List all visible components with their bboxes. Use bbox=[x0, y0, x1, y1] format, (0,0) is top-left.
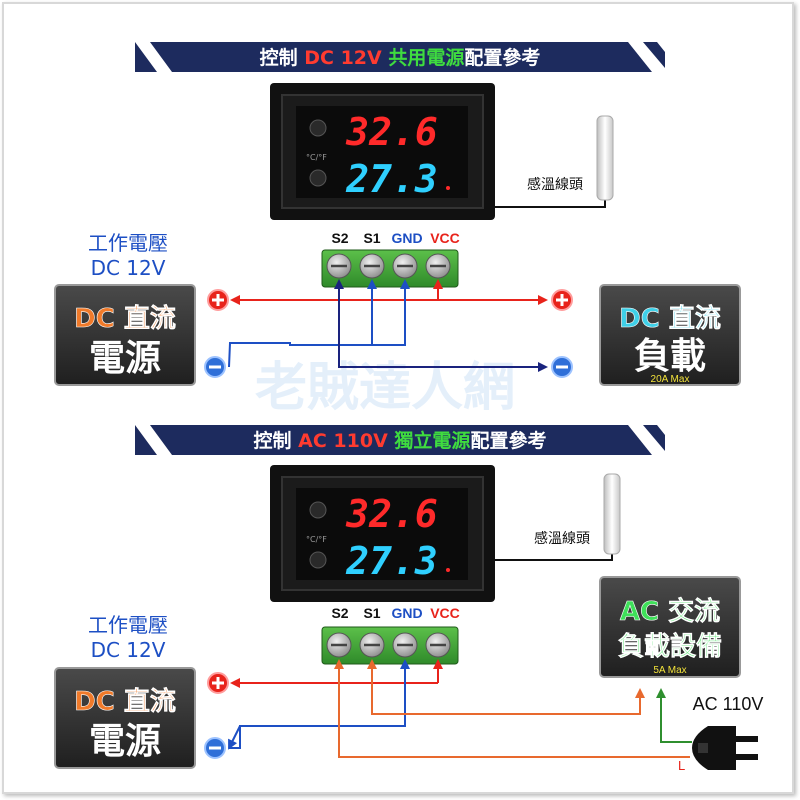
terminal-gnd-label: GND bbox=[391, 230, 422, 246]
ac-plug-icon: AC 110V bbox=[692, 694, 763, 770]
terminal-vcc-label: VCC bbox=[430, 230, 460, 246]
ac-plug-label: AC 110V bbox=[693, 694, 764, 714]
dc-load-rating: 20A Max bbox=[651, 374, 690, 385]
terminal-labels-bottom: S2 S1 GND VCC bbox=[331, 605, 459, 621]
button-icon bbox=[309, 169, 327, 187]
unit-label: °C/°F bbox=[306, 153, 327, 162]
probe-label: 感溫線頭 bbox=[534, 530, 590, 546]
banner-2: 控制 AC 110V 獨立電源配置參考 bbox=[135, 425, 665, 455]
dc-power-source-box-bottom: DC 直流 電源 bbox=[54, 667, 196, 769]
terminal-block-top bbox=[321, 249, 459, 288]
svg-text:DC 直流: DC 直流 bbox=[619, 304, 721, 334]
probe-label: 感溫線頭 bbox=[527, 176, 583, 192]
svg-text:負載: 負載 bbox=[634, 336, 706, 377]
svg-text:負載設備: 負載設備 bbox=[618, 631, 722, 662]
supply-voltage-label-bottom: 工作電壓 DC 12V bbox=[88, 613, 168, 662]
display-top-value: 32.6 bbox=[345, 110, 438, 154]
ac-load-box: AC 交流 負載設備 5A Max bbox=[599, 576, 741, 678]
svg-text:控制 AC 110V 獨立電源配置參考: 控制 AC 110V 獨立電源配置參考 bbox=[254, 429, 547, 452]
terminal-gnd-label: GND bbox=[391, 605, 422, 621]
minus-icon bbox=[204, 356, 226, 378]
unit-label: °C/°F bbox=[306, 535, 327, 544]
temperature-probe-top: 感溫線頭 bbox=[495, 115, 614, 208]
svg-text:DC 12V: DC 12V bbox=[91, 638, 166, 662]
button-icon bbox=[309, 501, 327, 519]
plus-icon bbox=[551, 289, 573, 311]
live-label: L bbox=[678, 758, 685, 773]
display-bottom-value: 27.3 bbox=[345, 157, 438, 201]
svg-text:電源: 電源 bbox=[89, 721, 161, 762]
thermostat-controller-bottom: °C/°F 32.6 27.3 bbox=[270, 465, 495, 602]
button-icon bbox=[309, 119, 327, 137]
banner-1-highlight: DC 12V bbox=[304, 47, 382, 69]
svg-text:工作電壓: 工作電壓 bbox=[88, 231, 168, 255]
svg-text:DC 直流: DC 直流 bbox=[74, 687, 176, 717]
banner-2-suffix: 配置參考 bbox=[470, 429, 546, 452]
temperature-probe-bottom: 感溫線頭 bbox=[495, 473, 621, 561]
svg-text:DC 直流: DC 直流 bbox=[74, 304, 176, 334]
wiring-bottom bbox=[228, 659, 692, 758]
svg-text:控制 DC 12V 共用電源配置參考: 控制 DC 12V 共用電源配置參考 bbox=[260, 46, 541, 69]
svg-text:工作電壓: 工作電壓 bbox=[88, 613, 168, 637]
svg-text:DC 12V: DC 12V bbox=[91, 256, 166, 280]
button-icon bbox=[309, 551, 327, 569]
plus-icon bbox=[207, 289, 229, 311]
wiring-top bbox=[228, 279, 548, 372]
svg-text:AC 交流: AC 交流 bbox=[620, 596, 720, 627]
banner-1: 控制 DC 12V 共用電源配置參考 bbox=[135, 42, 665, 72]
minus-icon bbox=[551, 356, 573, 378]
terminal-s1-label: S1 bbox=[363, 230, 380, 246]
terminal-vcc-label: VCC bbox=[430, 605, 460, 621]
dc-load-box: DC 直流 負載 20A Max bbox=[599, 284, 741, 386]
banner-2-middle: 獨立電源 bbox=[388, 429, 471, 452]
dc-power-source-box-top: DC 直流 電源 bbox=[54, 284, 196, 386]
banner-2-prefix: 控制 bbox=[254, 429, 299, 452]
banner-2-highlight: AC 110V bbox=[298, 430, 388, 452]
display-top-value: 32.6 bbox=[345, 492, 438, 536]
thermostat-controller-top: °C/°F 32.6 27.3 bbox=[270, 83, 495, 220]
supply-voltage-label-top: 工作電壓 DC 12V bbox=[88, 231, 168, 280]
plus-icon bbox=[207, 672, 229, 694]
terminal-s2-label: S2 bbox=[331, 230, 348, 246]
banner-1-suffix: 配置參考 bbox=[464, 46, 540, 69]
terminal-s1-label: S1 bbox=[363, 605, 380, 621]
ac-load-rating: 5A Max bbox=[653, 665, 686, 676]
svg-text:電源: 電源 bbox=[89, 338, 161, 379]
minus-icon bbox=[204, 737, 226, 759]
display-bottom-value: 27.3 bbox=[345, 539, 438, 583]
banner-1-middle: 共用電源 bbox=[382, 46, 465, 69]
terminal-s2-label: S2 bbox=[331, 605, 348, 621]
terminal-labels-top: S2 S1 GND VCC bbox=[331, 230, 459, 246]
terminal-block-bottom bbox=[321, 626, 459, 665]
banner-1-prefix: 控制 bbox=[260, 46, 305, 69]
